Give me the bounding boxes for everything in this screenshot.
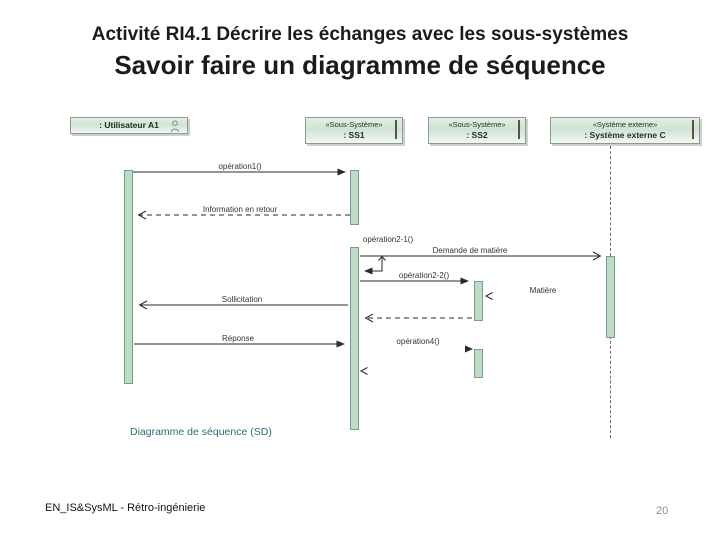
message-label: opération4() bbox=[396, 337, 440, 346]
activation-bar-externe bbox=[606, 256, 615, 338]
message-label: Sollicitation bbox=[221, 295, 263, 304]
message-label: Information en retour bbox=[202, 205, 278, 214]
msg-operation4-arrowhead bbox=[465, 345, 473, 353]
diagram-caption: Diagramme de séquence (SD) bbox=[130, 426, 272, 438]
lifeline-ss2: «Sous-Système» : SS2 bbox=[428, 117, 526, 144]
actor-icon bbox=[170, 120, 180, 138]
lifeline-name: : SS1 bbox=[343, 130, 365, 140]
activation-bar-a1 bbox=[124, 170, 133, 384]
lifeline-dashed-line bbox=[610, 146, 611, 256]
message-label: opération1() bbox=[218, 162, 262, 171]
activation-bar-ss2-2 bbox=[474, 349, 483, 378]
activation-bar-ss2-1 bbox=[474, 281, 483, 321]
lifeline-stereotype: «Système externe» bbox=[592, 120, 658, 129]
slide-subtitle: Savoir faire un diagramme de séquence bbox=[114, 50, 606, 80]
msg-return-open-arrowhead bbox=[359, 367, 368, 375]
component-icon bbox=[395, 120, 397, 139]
lifeline-name: : Utilisateur A1 bbox=[99, 120, 159, 130]
lifeline-utilisateur-a1: : Utilisateur A1 bbox=[70, 117, 188, 134]
message-label: Demande de matière bbox=[432, 246, 508, 255]
message-label: Matière bbox=[529, 286, 557, 295]
msg-operation2-1-open-arrowhead bbox=[378, 255, 386, 261]
message-label: opération2-1() bbox=[362, 235, 414, 244]
footer-text: EN_IS&SysML - Rétro-ingénierie bbox=[45, 502, 206, 514]
component-icon bbox=[518, 120, 520, 139]
msg-matiere-arrowhead bbox=[484, 292, 493, 300]
lifeline-dashed-line bbox=[610, 336, 611, 438]
lifeline-name: : SS2 bbox=[466, 130, 488, 140]
lifeline-stereotype: «Sous-Système» bbox=[325, 120, 383, 129]
message-label: Réponse bbox=[221, 334, 255, 343]
activation-bar-ss1-2 bbox=[350, 247, 359, 430]
lifeline-stereotype: «Sous-Système» bbox=[448, 120, 506, 129]
component-icon bbox=[692, 120, 694, 139]
message-label: opération2-2() bbox=[398, 271, 450, 280]
msg-operation2-1-self-line bbox=[360, 255, 383, 275]
lifeline-name: : Système externe C bbox=[584, 130, 666, 140]
page-number: 20 bbox=[656, 505, 669, 517]
lifeline-systeme-externe-c: «Système externe» : Système externe C bbox=[550, 117, 700, 144]
activation-bar-ss1-1 bbox=[350, 170, 359, 225]
slide-title: Activité RI4.1 Décrire les échanges avec… bbox=[91, 24, 629, 45]
lifeline-ss1: «Sous-Système» : SS1 bbox=[305, 117, 403, 144]
